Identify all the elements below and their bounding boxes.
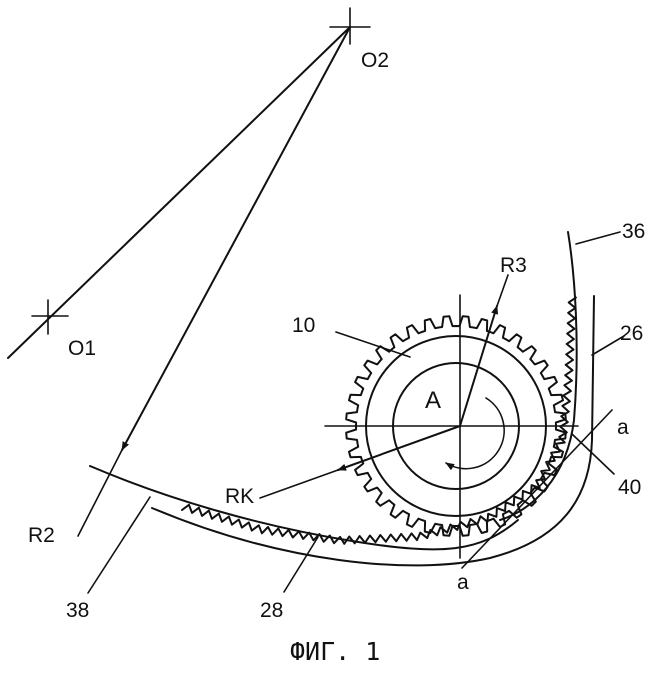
leader-38 bbox=[87, 496, 151, 594]
label-a-upper: a bbox=[617, 416, 629, 439]
label-o2: O2 bbox=[361, 49, 389, 72]
outer-curve-26 bbox=[151, 295, 595, 567]
label-r3: R3 bbox=[500, 254, 527, 277]
label-38: 38 bbox=[66, 599, 89, 622]
figure-caption: ФИГ. 1 bbox=[290, 637, 380, 666]
r2-extension-line bbox=[77, 449, 123, 537]
label-a-lower: a bbox=[457, 571, 469, 594]
leader-10 bbox=[335, 331, 411, 358]
leader-28 bbox=[283, 536, 319, 593]
label-26: 26 bbox=[620, 322, 643, 345]
rk-leader-line bbox=[259, 469, 339, 499]
r3-leader-line bbox=[496, 274, 509, 307]
leader-36 bbox=[575, 231, 621, 245]
label-10: 10 bbox=[292, 314, 315, 337]
guide-curve-38 bbox=[89, 465, 519, 551]
section-line-a-a bbox=[461, 409, 613, 569]
radius-line-r3 bbox=[459, 305, 499, 427]
inner-curve-36 bbox=[499, 231, 578, 521]
leader-40 bbox=[571, 433, 615, 475]
leader-26 bbox=[591, 335, 625, 356]
construction-line-o2-o1 bbox=[7, 26, 351, 359]
rotation-arrow bbox=[445, 397, 505, 471]
radius-line-r2 bbox=[121, 26, 351, 451]
label-r2: R2 bbox=[28, 524, 55, 547]
label-a-center: A bbox=[425, 387, 441, 414]
label-o1: O1 bbox=[68, 337, 96, 360]
label-40: 40 bbox=[618, 476, 641, 499]
toothed-belt-28 bbox=[181, 296, 577, 545]
label-36: 36 bbox=[622, 220, 645, 243]
radius-line-rk bbox=[337, 425, 461, 471]
label-rk: RK bbox=[225, 485, 254, 508]
label-28: 28 bbox=[260, 599, 283, 622]
